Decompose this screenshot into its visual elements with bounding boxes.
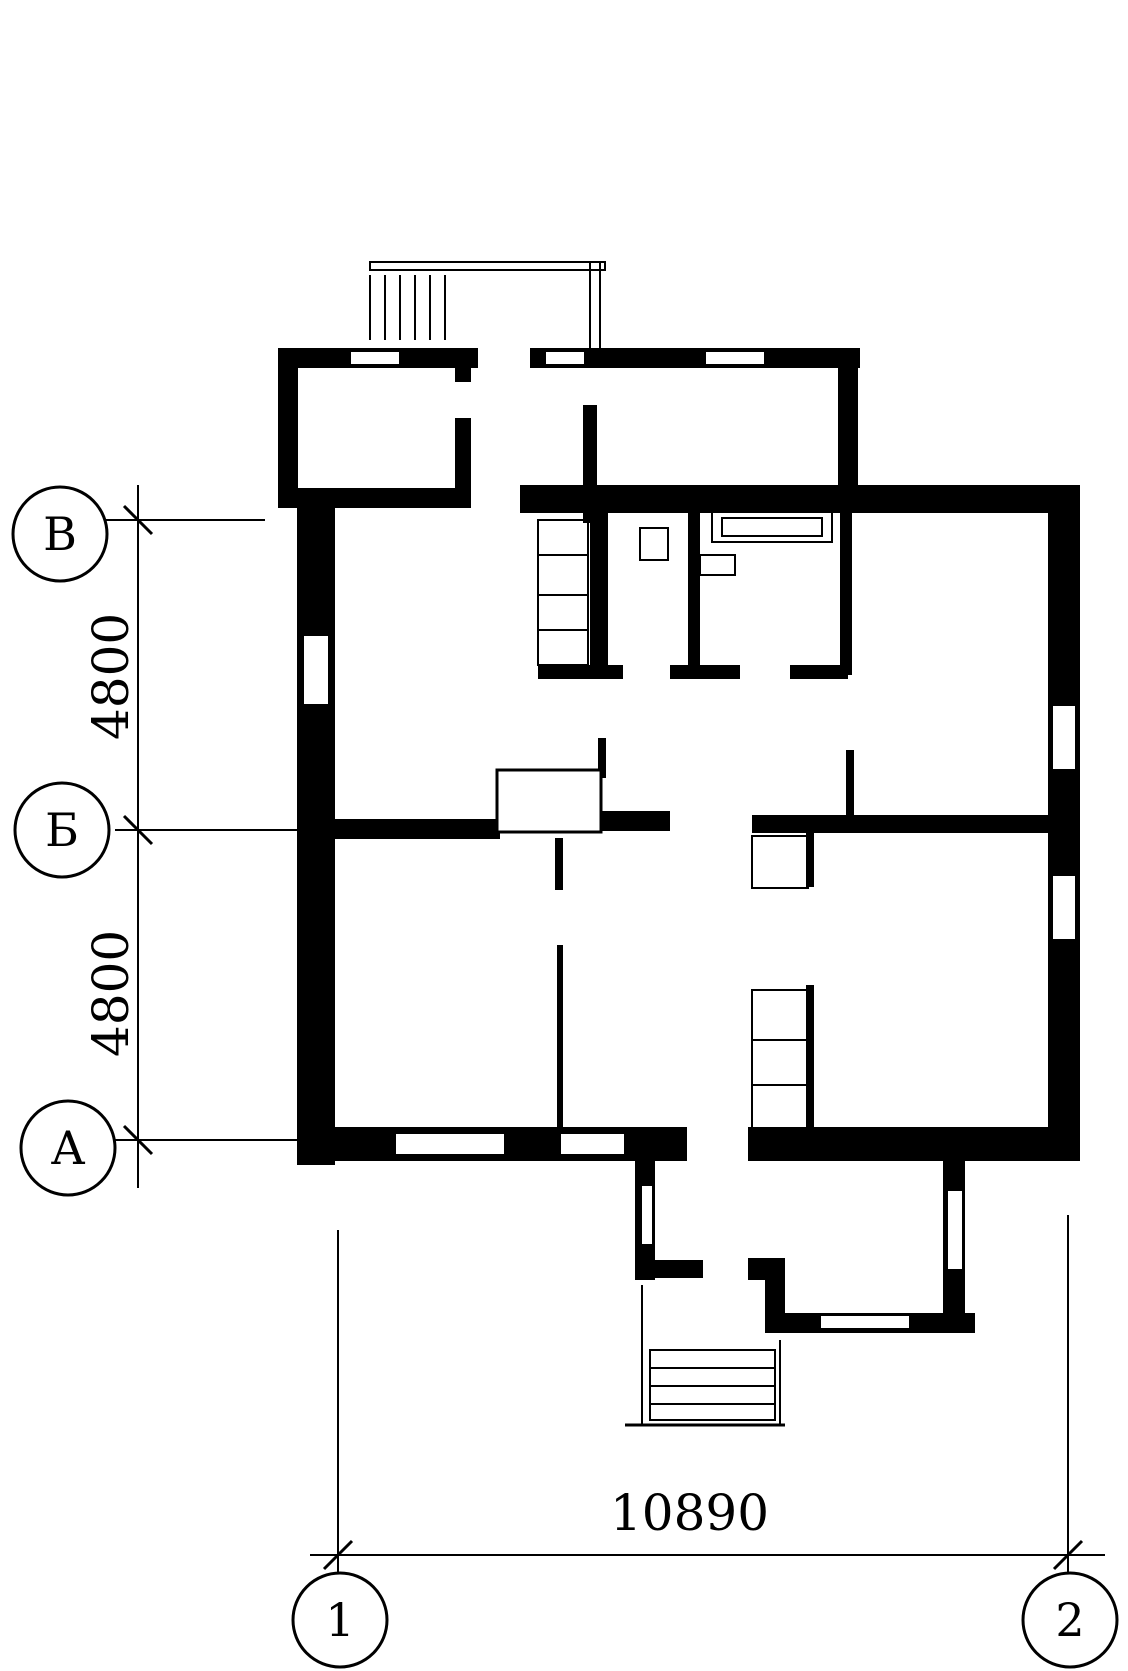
axis-label-v: В — [43, 507, 77, 561]
south-stairs — [625, 1285, 785, 1427]
interior-partitions — [335, 505, 1052, 1133]
axis-label-a: А — [51, 1121, 86, 1175]
windows — [302, 634, 1077, 1156]
axis-bubble-b: Б — [13, 781, 111, 879]
dimension-lines — [105, 485, 1105, 1580]
kitchen-fixtures — [537, 511, 833, 666]
dimension-lower: 4800 — [82, 930, 140, 1057]
terrace-walls — [278, 348, 860, 523]
vestibule — [635, 1160, 975, 1333]
dimension-horizontal: 10890 — [610, 1484, 769, 1542]
axis-label-b: Б — [45, 803, 79, 857]
axis-bubble-v: В — [11, 485, 109, 583]
axis-bubble-1: 1 — [291, 1571, 389, 1669]
stove — [495, 768, 603, 834]
axis-bubble-2: 2 — [1021, 1571, 1119, 1669]
closets — [751, 835, 809, 1131]
axis-label-1: 1 — [325, 1593, 354, 1647]
axis-label-2: 2 — [1055, 1593, 1084, 1647]
dimension-upper: 4800 — [82, 613, 140, 740]
north-stairs — [369, 261, 606, 348]
axis-bubble-a: А — [19, 1099, 117, 1197]
terrace-windows — [349, 350, 766, 366]
